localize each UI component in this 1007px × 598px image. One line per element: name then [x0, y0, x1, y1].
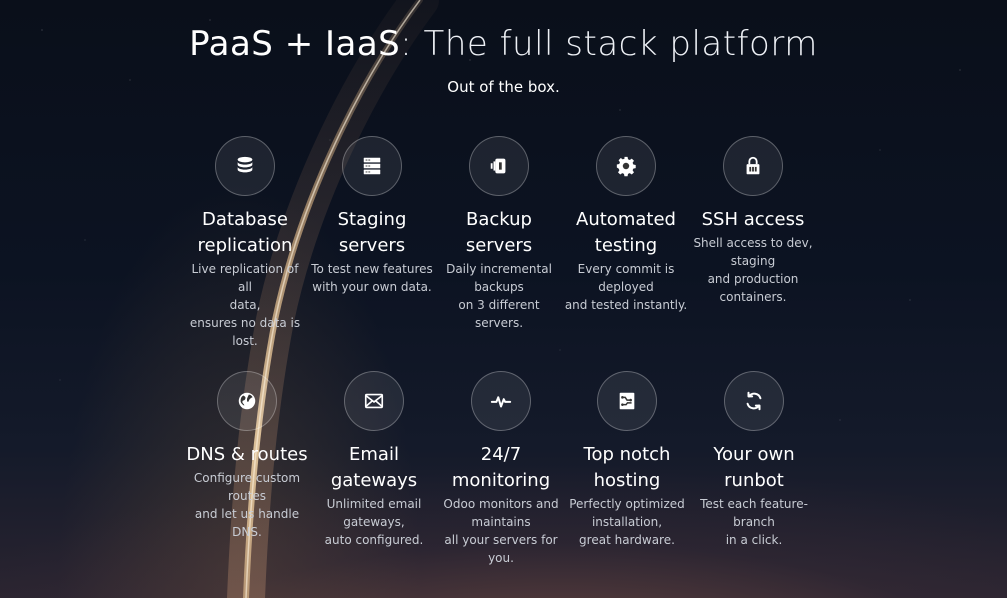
feature-icon-circle — [723, 136, 783, 196]
feature-icon-circle — [344, 371, 404, 431]
feature-icon-circle — [471, 371, 531, 431]
feature-description: Perfectly optimized installation, great … — [569, 497, 685, 547]
feature-staging-servers: Staging servers To test new features wit… — [310, 136, 434, 296]
feature-description: Shell access to dev, staging and product… — [693, 236, 813, 304]
feature-icon-circle — [342, 136, 402, 196]
lock-icon — [746, 156, 760, 175]
feature-description: Live replication of all data, ensures no… — [189, 262, 301, 348]
page-title-strong: PaaS + IaaS — [189, 24, 401, 64]
feature-title: Automated testing — [576, 209, 676, 256]
server-icon — [363, 157, 381, 175]
feature-top-notch-hosting: Top notch hosting Perfectly optimized in… — [565, 371, 689, 549]
feature-description: Test each feature- branch in a click. — [700, 497, 808, 547]
feature-monitoring: 24/7 monitoring Odoo monitors and mainta… — [439, 371, 563, 567]
feature-icon-circle — [597, 371, 657, 431]
feature-database-replication: Database replication Live replication of… — [183, 136, 307, 350]
heartbeat-icon — [490, 396, 512, 408]
feature-backup-servers: Backup servers Daily incremental backups… — [437, 136, 561, 332]
feature-icon-circle — [215, 136, 275, 196]
feature-runbot: Your own runbot Test each feature- branc… — [692, 371, 816, 549]
feature-description: Odoo monitors and maintains all your ser… — [443, 497, 559, 565]
feature-icon-circle — [596, 136, 656, 196]
page-subtitle: Out of the box. — [447, 78, 560, 96]
feature-description: Configure custom routes and let us handl… — [193, 471, 301, 539]
page-title: PaaS + IaaS: The full stack platform — [0, 24, 1007, 64]
feature-title: Database replication — [197, 209, 293, 256]
feature-dns-routes: DNS & routes Configure custom routes and… — [185, 371, 309, 541]
feature-email-gateways: Email gateways Unlimited email gateways,… — [312, 371, 436, 549]
feature-title: Staging servers — [337, 209, 407, 256]
feature-title: SSH access — [701, 209, 805, 230]
feature-icon-circle — [724, 371, 784, 431]
page-title-light: : The full stack platform — [400, 24, 818, 64]
feature-title: 24/7 monitoring — [451, 444, 551, 491]
feature-title: Top notch hosting — [583, 444, 671, 491]
feature-title: Your own runbot — [713, 444, 795, 491]
feature-description: Unlimited email gateways, auto configure… — [324, 497, 424, 547]
refresh-icon — [746, 391, 762, 411]
feature-description: Daily incremental backups on 3 different… — [446, 262, 552, 330]
feature-description: To test new features with your own data. — [311, 262, 433, 294]
feature-title: Email gateways — [330, 444, 418, 491]
feature-icon-circle — [217, 371, 277, 431]
globe-icon — [238, 392, 256, 410]
feature-icon-circle — [469, 136, 529, 196]
database-icon — [237, 156, 253, 173]
feature-ssh-access: SSH access Shell access to dev, staging … — [691, 136, 815, 306]
feature-title: Backup servers — [465, 209, 533, 256]
gear-icon — [616, 156, 636, 177]
hosting-icon — [619, 392, 635, 410]
backup-icon — [490, 158, 506, 174]
envelope-icon — [364, 393, 384, 409]
feature-title: DNS & routes — [186, 444, 308, 465]
feature-automated-testing: Automated testing Every commit is deploy… — [564, 136, 688, 314]
feature-description: Every commit is deployed and tested inst… — [564, 262, 688, 312]
